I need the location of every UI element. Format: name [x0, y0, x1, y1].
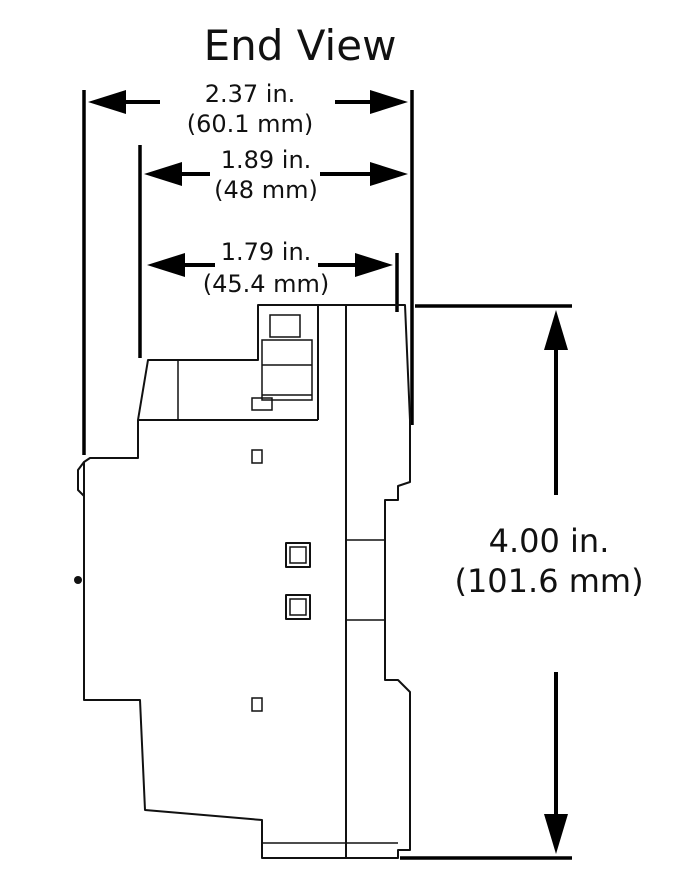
drawing-title: End View	[204, 21, 397, 70]
dimension-label-mm: (101.6 mm)	[454, 562, 643, 600]
arrowhead-bottom	[544, 814, 568, 854]
left-notch	[77, 461, 85, 497]
arrowhead-left	[88, 90, 126, 114]
arrowhead-left	[144, 162, 182, 186]
dimension-height: 4.00 in. (101.6 mm)	[400, 304, 644, 860]
led-window	[285, 594, 311, 620]
terminal-screw	[261, 339, 313, 401]
led-window	[285, 542, 311, 568]
arrowhead-left	[147, 253, 185, 277]
dimension-label-inches: 2.37 in.	[205, 80, 296, 108]
dimension-label-mm: (60.1 mm)	[187, 110, 314, 138]
arrowhead-right	[370, 162, 408, 186]
led-window-inner	[289, 598, 307, 616]
device-outline	[74, 304, 411, 859]
dimension-label-mm: (45.4 mm)	[203, 270, 330, 298]
left-latch-dot	[74, 576, 82, 584]
indicator-slot	[251, 697, 263, 712]
led-window-inner	[289, 546, 307, 564]
terminal-clip	[251, 397, 273, 411]
indicator-slot	[251, 449, 263, 464]
dimension-mid-width: 1.89 in. (48 mm)	[138, 145, 408, 358]
arrowhead-right	[370, 90, 408, 114]
terminal-screw	[269, 314, 301, 338]
dimension-inner-width: 1.79 in. (45.4 mm)	[147, 238, 399, 312]
dimension-overall-width: 2.37 in. (60.1 mm)	[82, 80, 414, 455]
arrowhead-right	[355, 253, 393, 277]
dimension-label-inches: 1.79 in.	[221, 238, 312, 266]
dimension-label-inches: 4.00 in.	[489, 522, 610, 560]
dimension-label-inches: 1.89 in.	[221, 146, 312, 174]
device-body-profile	[83, 304, 411, 859]
dimension-label-mm: (48 mm)	[214, 176, 318, 204]
arrowhead-top	[544, 310, 568, 350]
